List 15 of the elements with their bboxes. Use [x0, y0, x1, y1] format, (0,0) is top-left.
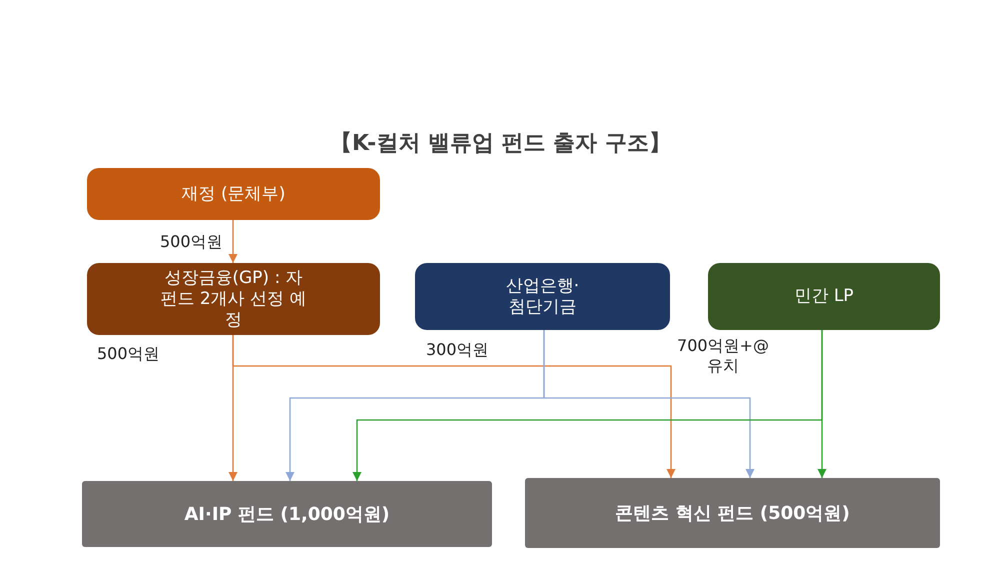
- amount-label: 300억원: [426, 340, 490, 360]
- arrow: [543, 330, 754, 478]
- rounded-box: 민간 LP: [708, 263, 940, 330]
- fund-box: AI·IP 펀드 (1,000억원): [82, 481, 492, 547]
- rounded-box: 산업은행· 첨단기금: [415, 263, 670, 330]
- rounded-box: 성장금융(GP) : 자펀드 2개사 선정 예정: [87, 263, 380, 335]
- edge-label: 500억원: [160, 232, 223, 252]
- fund-box: 콘텐츠 혁신 펀드 (500억원): [525, 478, 940, 548]
- arrow: [228, 220, 238, 263]
- amount-label: 500억원: [97, 344, 161, 364]
- arrow: [232, 335, 676, 478]
- amount-label: 700억원+@ 유치: [676, 336, 770, 376]
- arrow: [818, 330, 826, 478]
- title: 【K-컬처 밸류업 펀드 출자 구조】: [330, 130, 671, 158]
- rounded-box: 재정 (문체부): [87, 168, 380, 220]
